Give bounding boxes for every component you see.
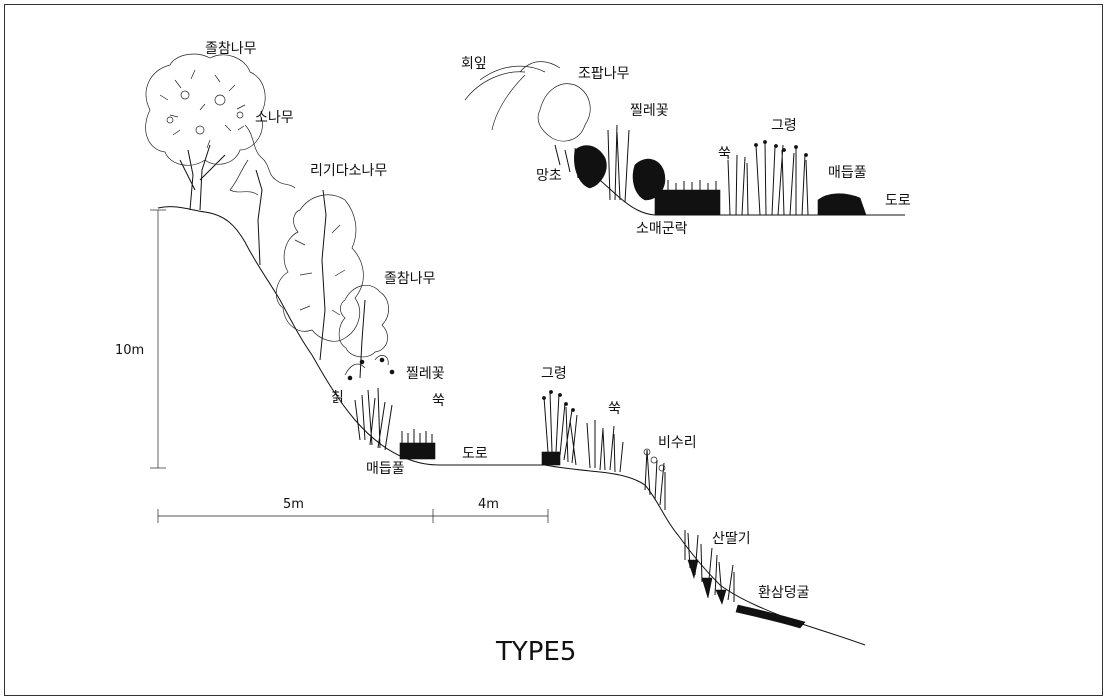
label-raspberry: 산딸기 (712, 531, 751, 547)
label-inset-sedge: 매듭풀 (828, 165, 867, 181)
width-b-dimension-label: 4m (478, 497, 499, 512)
oak-tree-top (145, 53, 266, 211)
label-rose: 찔레꽃 (406, 366, 445, 382)
label-inset-rice-tree: 조팝나무 (578, 66, 630, 82)
oak-tree-mid (338, 284, 389, 379)
width-a-dimension-label: 5m (283, 497, 304, 512)
pine-tree (229, 124, 296, 266)
drawing-frame (4, 4, 1103, 696)
label-inset-reed: 그령 (771, 118, 797, 134)
inset-vegetation (464, 61, 867, 216)
diagram-title: TYPE5 (495, 637, 576, 667)
label-inset-weeping-leaf: 회잎 (461, 56, 487, 72)
label-reed: 그령 (541, 366, 567, 382)
main-ground-profile (157, 206, 866, 646)
label-sedge-left: 매듭풀 (366, 461, 405, 477)
sedge-left-patch (399, 429, 436, 460)
label-inset-fleabane: 망초 (536, 168, 562, 184)
label-oak-top: 졸참나무 (205, 41, 257, 57)
raspberry-patch (684, 530, 735, 605)
label-oak-mid: 졸참나무 (384, 271, 436, 287)
label-road: 도로 (462, 446, 488, 462)
label-inset-mugwort: 쑥 (718, 146, 731, 162)
width-dimension (157, 509, 549, 523)
mugwort-right-patch (586, 420, 624, 473)
label-bisuri: 비수리 (658, 435, 697, 451)
label-mugwort-right: 쑥 (608, 401, 621, 417)
arrowroot-rose-cluster (344, 355, 395, 451)
hop-vine-patch (735, 604, 806, 629)
reed-right-patch (541, 390, 578, 466)
label-hop: 환삼덩굴 (758, 585, 810, 601)
label-rigida: 리기다소나무 (310, 163, 387, 179)
label-arrowroot: 칡 (331, 390, 344, 406)
height-dimension (150, 209, 166, 469)
label-inset-road: 도로 (885, 193, 911, 209)
height-dimension-label: 10m (115, 343, 144, 358)
label-pine: 소나무 (255, 110, 294, 126)
rigida-pine-tree (275, 189, 364, 361)
label-mugwort-left: 쑥 (432, 393, 445, 409)
label-inset-rose: 찔레꽃 (630, 103, 669, 119)
bisuri-patch (643, 448, 666, 510)
label-inset-community: 소매군락 (636, 221, 688, 237)
